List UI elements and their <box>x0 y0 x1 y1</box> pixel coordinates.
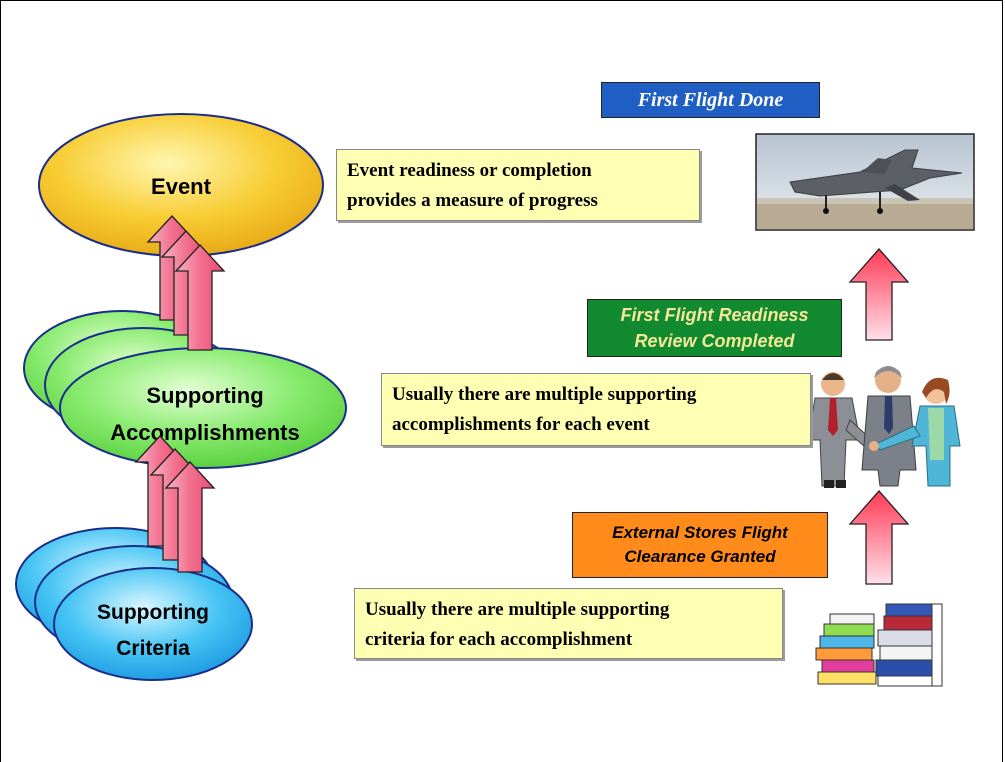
stacked-arrows-upper <box>146 215 226 351</box>
tag-stores-clearance: External Stores Flight Clearance Granted <box>572 512 828 578</box>
note-accomplishments: Usually there are multiple supporting ac… <box>381 373 811 446</box>
event-oval: Event <box>38 113 324 257</box>
event-label: Event <box>151 174 212 199</box>
tag-first-flight-done: First Flight Done <box>601 82 820 118</box>
accomplishments-label-line1: Supporting <box>146 383 263 408</box>
criteria-label-line2: Criteria <box>116 637 190 660</box>
tag-readiness-review: First Flight Readiness Review Completed <box>587 299 842 357</box>
stacked-arrows-lower <box>134 435 216 573</box>
accomplishments-oval-stack: Supporting Accomplishments <box>23 310 347 469</box>
accomplishments-label-line2: Accomplishments <box>110 420 300 445</box>
up-arrow-icon <box>848 248 910 341</box>
note-criteria: Usually there are multiple supporting cr… <box>354 588 783 659</box>
criteria-oval-stack: Supporting Criteria <box>15 527 253 681</box>
book-stack-image <box>815 603 943 687</box>
handshake-people-image <box>807 366 961 488</box>
up-arrow-icon <box>848 490 910 585</box>
jet-fighter-image <box>755 133 975 231</box>
criteria-label-line1: Supporting <box>97 601 209 624</box>
note-event: Event readiness or completion provides a… <box>336 149 700 221</box>
